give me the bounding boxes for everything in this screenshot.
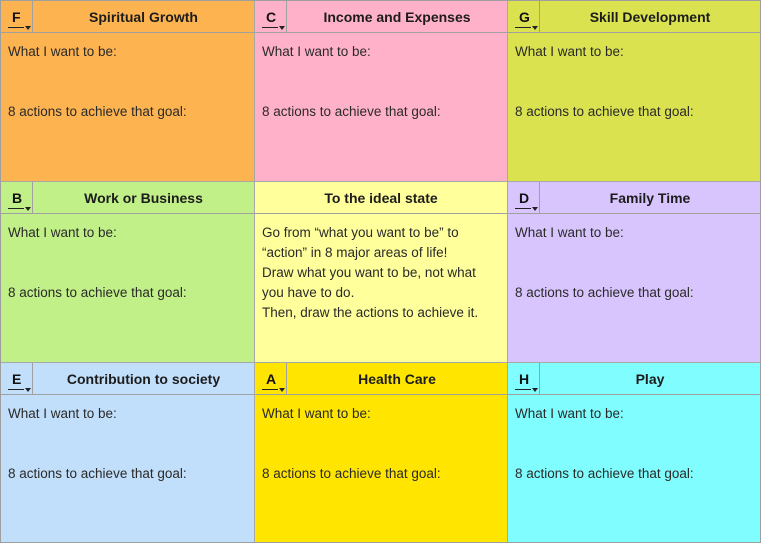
cell-header: B Work or Business bbox=[1, 182, 254, 214]
actions-label: 8 actions to achieve that goal: bbox=[515, 285, 694, 300]
want-label: What I want to be: bbox=[515, 406, 624, 421]
cell-header: D Family Time bbox=[508, 182, 760, 214]
cell-body[interactable]: What I want to be: 8 actions to achieve … bbox=[1, 214, 254, 303]
actions-label: 8 actions to achieve that goal: bbox=[262, 466, 441, 481]
letter-dropdown[interactable]: E bbox=[1, 363, 33, 395]
instruction-line: “action” in 8 major areas of life! bbox=[262, 245, 448, 260]
cell-title: Contribution to society bbox=[66, 370, 221, 387]
cell-body[interactable]: What I want to be: 8 actions to achieve … bbox=[255, 33, 507, 122]
cell-health-care[interactable]: A Health Care What I want to be: 8 actio… bbox=[255, 363, 508, 542]
underline bbox=[8, 26, 24, 28]
cell-header: G Skill Development bbox=[508, 1, 760, 33]
instruction-line: you have to do. bbox=[262, 285, 355, 300]
cell-header: To the ideal state bbox=[255, 182, 507, 214]
actions-label: 8 actions to achieve that goal: bbox=[8, 466, 187, 481]
cell-title: Spiritual Growth bbox=[89, 8, 198, 25]
cell-header: H Play bbox=[508, 363, 760, 395]
want-label: What I want to be: bbox=[8, 406, 117, 421]
dropdown-caret-icon bbox=[532, 206, 538, 211]
letter-value: F bbox=[12, 8, 21, 25]
instruction-line: Then, draw the actions to achieve it. bbox=[262, 305, 479, 320]
underline bbox=[515, 388, 531, 390]
dropdown-caret-icon bbox=[279, 25, 285, 30]
letter-value: H bbox=[519, 370, 530, 387]
cell-body[interactable]: What I want to be: 8 actions to achieve … bbox=[255, 395, 507, 484]
letter-value: A bbox=[266, 370, 277, 387]
dropdown-caret-icon bbox=[532, 25, 538, 30]
actions-label: 8 actions to achieve that goal: bbox=[515, 104, 694, 119]
dropdown-caret-icon bbox=[25, 387, 31, 392]
underline bbox=[515, 207, 531, 209]
letter-dropdown[interactable]: C bbox=[255, 1, 287, 33]
underline bbox=[262, 26, 278, 28]
cell-header: A Health Care bbox=[255, 363, 507, 395]
letter-value: D bbox=[519, 189, 530, 206]
cell-body[interactable]: What I want to be: 8 actions to achieve … bbox=[1, 395, 254, 484]
underline bbox=[8, 207, 24, 209]
cell-title: Skill Development bbox=[589, 8, 711, 25]
letter-value: G bbox=[519, 8, 530, 25]
actions-label: 8 actions to achieve that goal: bbox=[262, 104, 441, 119]
center-instructions[interactable]: Go from “what you want to be” to “action… bbox=[255, 214, 507, 323]
letter-dropdown[interactable]: B bbox=[1, 182, 33, 214]
dropdown-caret-icon bbox=[279, 387, 285, 392]
cell-skill-development[interactable]: G Skill Development What I want to be: 8… bbox=[508, 1, 760, 182]
cell-contribution-to-society[interactable]: E Contribution to society What I want to… bbox=[1, 363, 255, 542]
cell-income-and-expenses[interactable]: C Income and Expenses What I want to be:… bbox=[255, 1, 508, 182]
instruction-line: Draw what you want to be, not what bbox=[262, 265, 476, 280]
letter-dropdown[interactable]: A bbox=[255, 363, 287, 395]
underline bbox=[262, 388, 278, 390]
dropdown-caret-icon bbox=[25, 25, 31, 30]
letter-dropdown[interactable]: H bbox=[508, 363, 540, 395]
want-label: What I want to be: bbox=[262, 406, 371, 421]
letter-dropdown[interactable]: G bbox=[508, 1, 540, 33]
letter-value: C bbox=[266, 8, 277, 25]
letter-value: E bbox=[12, 370, 22, 387]
want-label: What I want to be: bbox=[515, 44, 624, 59]
underline bbox=[8, 388, 24, 390]
actions-label: 8 actions to achieve that goal: bbox=[8, 285, 187, 300]
dropdown-caret-icon bbox=[532, 387, 538, 392]
cell-center-ideal-state[interactable]: To the ideal state Go from “what you wan… bbox=[255, 182, 508, 363]
cell-title: Work or Business bbox=[84, 189, 203, 206]
cell-title: To the ideal state bbox=[324, 189, 438, 206]
cell-title: Family Time bbox=[609, 189, 691, 206]
cell-play[interactable]: H Play What I want to be: 8 actions to a… bbox=[508, 363, 760, 542]
cell-title: Health Care bbox=[358, 370, 436, 387]
want-label: What I want to be: bbox=[262, 44, 371, 59]
letter-dropdown[interactable]: D bbox=[508, 182, 540, 214]
cell-title: Income and Expenses bbox=[323, 8, 471, 25]
want-label: What I want to be: bbox=[8, 225, 117, 240]
instruction-line: Go from “what you want to be” to bbox=[262, 225, 459, 240]
cell-body[interactable]: What I want to be: 8 actions to achieve … bbox=[508, 33, 760, 122]
cell-spiritual-growth[interactable]: F Spiritual Growth What I want to be: 8 … bbox=[1, 1, 255, 182]
cell-family-time[interactable]: D Family Time What I want to be: 8 actio… bbox=[508, 182, 760, 363]
letter-dropdown[interactable]: F bbox=[1, 1, 33, 33]
actions-label: 8 actions to achieve that goal: bbox=[8, 104, 187, 119]
cell-title: Play bbox=[635, 370, 665, 387]
cell-body[interactable]: What I want to be: 8 actions to achieve … bbox=[508, 214, 760, 303]
cell-header: E Contribution to society bbox=[1, 363, 254, 395]
cell-body[interactable]: What I want to be: 8 actions to achieve … bbox=[508, 395, 760, 484]
cell-header: C Income and Expenses bbox=[255, 1, 507, 33]
dropdown-caret-icon bbox=[25, 206, 31, 211]
underline bbox=[515, 26, 531, 28]
cell-body[interactable]: What I want to be: 8 actions to achieve … bbox=[1, 33, 254, 122]
want-label: What I want to be: bbox=[8, 44, 117, 59]
cell-work-or-business[interactable]: B Work or Business What I want to be: 8 … bbox=[1, 182, 255, 363]
letter-value: B bbox=[12, 189, 23, 206]
want-label: What I want to be: bbox=[515, 225, 624, 240]
cell-header: F Spiritual Growth bbox=[1, 1, 254, 33]
actions-label: 8 actions to achieve that goal: bbox=[515, 466, 694, 481]
